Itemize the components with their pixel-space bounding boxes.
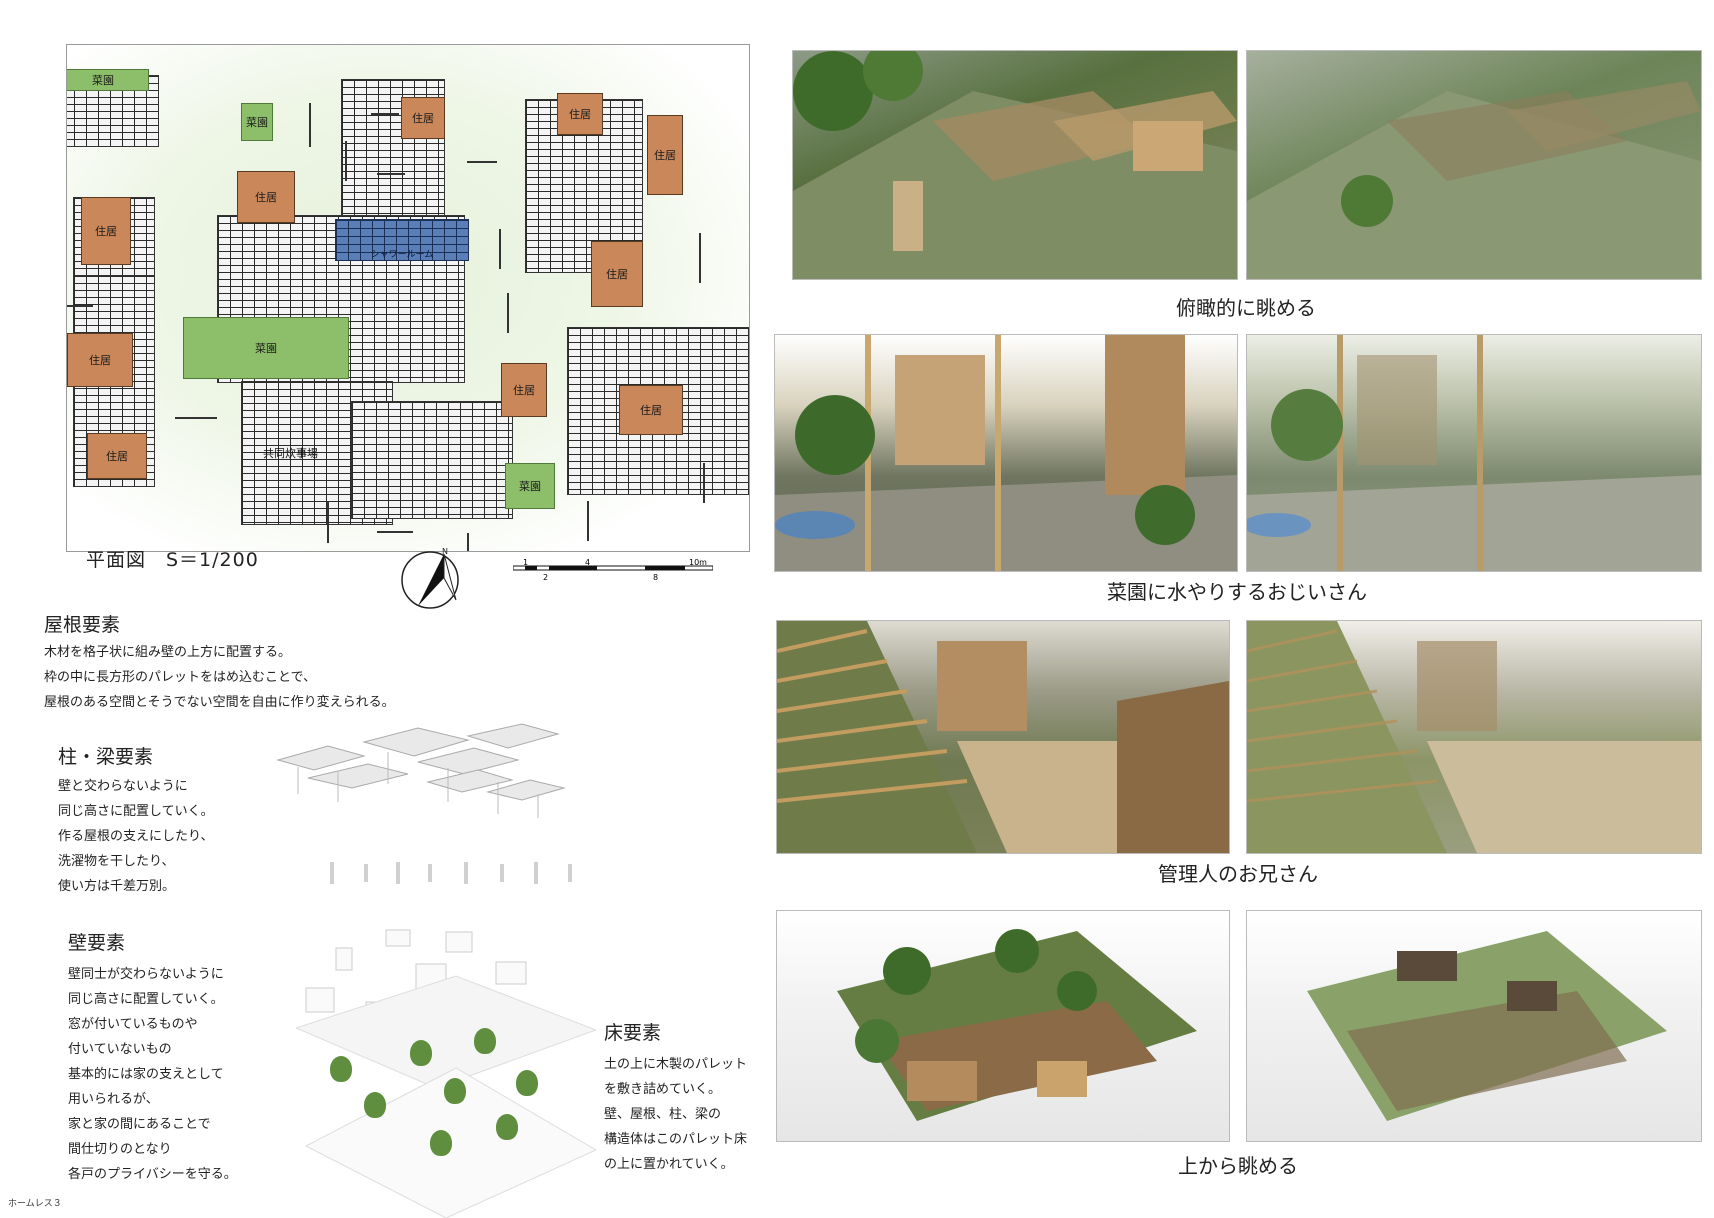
column-title: 柱・梁要素 [58,746,154,768]
garden-plot: 菜園 [67,69,149,91]
render-overview-1 [792,50,1238,280]
house-unit: 住居 [81,197,131,265]
wall-segment [467,533,469,551]
render-manager-2 [1246,620,1702,854]
shower-room: シャワールーム [335,219,469,261]
house-unit: 住居 [557,93,603,135]
pallet-grid [351,401,513,519]
house-unit: 住居 [647,115,683,195]
garden-plot: 菜園 [183,317,349,379]
roof-text: 木材を格子状に組み壁の上方に配置する。 枠の中に長方形のパレットをはめ込むことで… [44,645,395,710]
house-unit: 住居 [401,97,445,139]
plan-title: 平面図 S＝1/200 [86,549,259,571]
floor-title: 床要素 [604,1022,662,1044]
tree-icon [474,1028,496,1054]
scale-tick: 1 [523,558,528,567]
render-garden-1 [774,334,1238,572]
wall-segment [327,501,329,543]
wall-segment [507,293,509,333]
render-manager-1 [776,620,1230,854]
roof-diagram [276,723,566,818]
wall-segment [345,141,347,181]
floor-plan: 菜園 菜園 菜園 菜園 シャワールーム 住居 住居 住居 住居 住居 住居 住居… [66,44,750,552]
wall-segment [377,531,413,533]
column-diagram [330,862,572,884]
scale-bar: 1 2 4 8 10m [513,558,713,582]
wall-text: 壁同士が交わらないように 同じ高さに配置していく。 窓が付いているものや 付いて… [68,967,237,1182]
footer-label: ホームレス３ [8,1199,62,1209]
render-aerial-1 [776,910,1230,1142]
garden-plot: 菜園 [241,103,273,141]
scale-tick: 2 [543,573,548,582]
tree-icon [516,1070,538,1096]
wall-segment [587,501,589,541]
wall-segment [371,113,399,115]
tree-icon [496,1114,518,1140]
house-unit: 住居 [87,433,147,479]
roof-title: 屋根要素 [44,614,121,636]
house-unit: 住居 [67,333,133,387]
scale-tick: 10m [689,558,707,567]
wall-segment [467,161,497,163]
house-unit: 住居 [591,241,643,307]
wall-segment [703,463,705,503]
render-overview-2 [1246,50,1702,280]
caption-overview: 俯瞰的に眺める [1176,296,1316,320]
floor-text: 土の上に木製のパレット を敷き詰めていく。 壁、屋根、柱、梁の 構造体はこのパレ… [604,1057,748,1172]
tree-icon [430,1130,452,1156]
column-text: 壁と交わらないように 同じ高さに配置していく。 作る屋根の支えにしたり、 洗濯物… [58,779,214,894]
wall-segment [67,305,93,307]
caption-manager: 管理人のお兄さん [1158,862,1318,886]
tree-icon [364,1092,386,1118]
wall-segment [377,173,405,175]
wall-segment [699,233,701,283]
scale-tick: 4 [585,558,590,567]
north-arrow-icon: N [401,548,459,609]
north-label: N [442,548,448,556]
wall-segment [499,229,501,269]
wall-segment [309,103,311,147]
caption-aerial: 上から眺める [1178,1154,1298,1178]
house-unit: 住居 [619,385,683,435]
render-garden-2 [1246,334,1702,572]
house-unit: 住居 [237,171,295,223]
caption-garden: 菜園に水やりするおじいさん [1107,580,1367,604]
render-aerial-2 [1246,910,1702,1142]
tree-icon [330,1056,352,1082]
wall-segment [175,417,217,419]
house-unit: 住居 [501,363,547,417]
scale-tick: 8 [653,573,658,582]
wall-title: 壁要素 [68,932,126,954]
kitchen-label: 共同炊事場 [263,447,318,460]
garden-plot: 菜園 [505,463,555,509]
tree-icon [444,1078,466,1104]
tree-icon [410,1040,432,1066]
